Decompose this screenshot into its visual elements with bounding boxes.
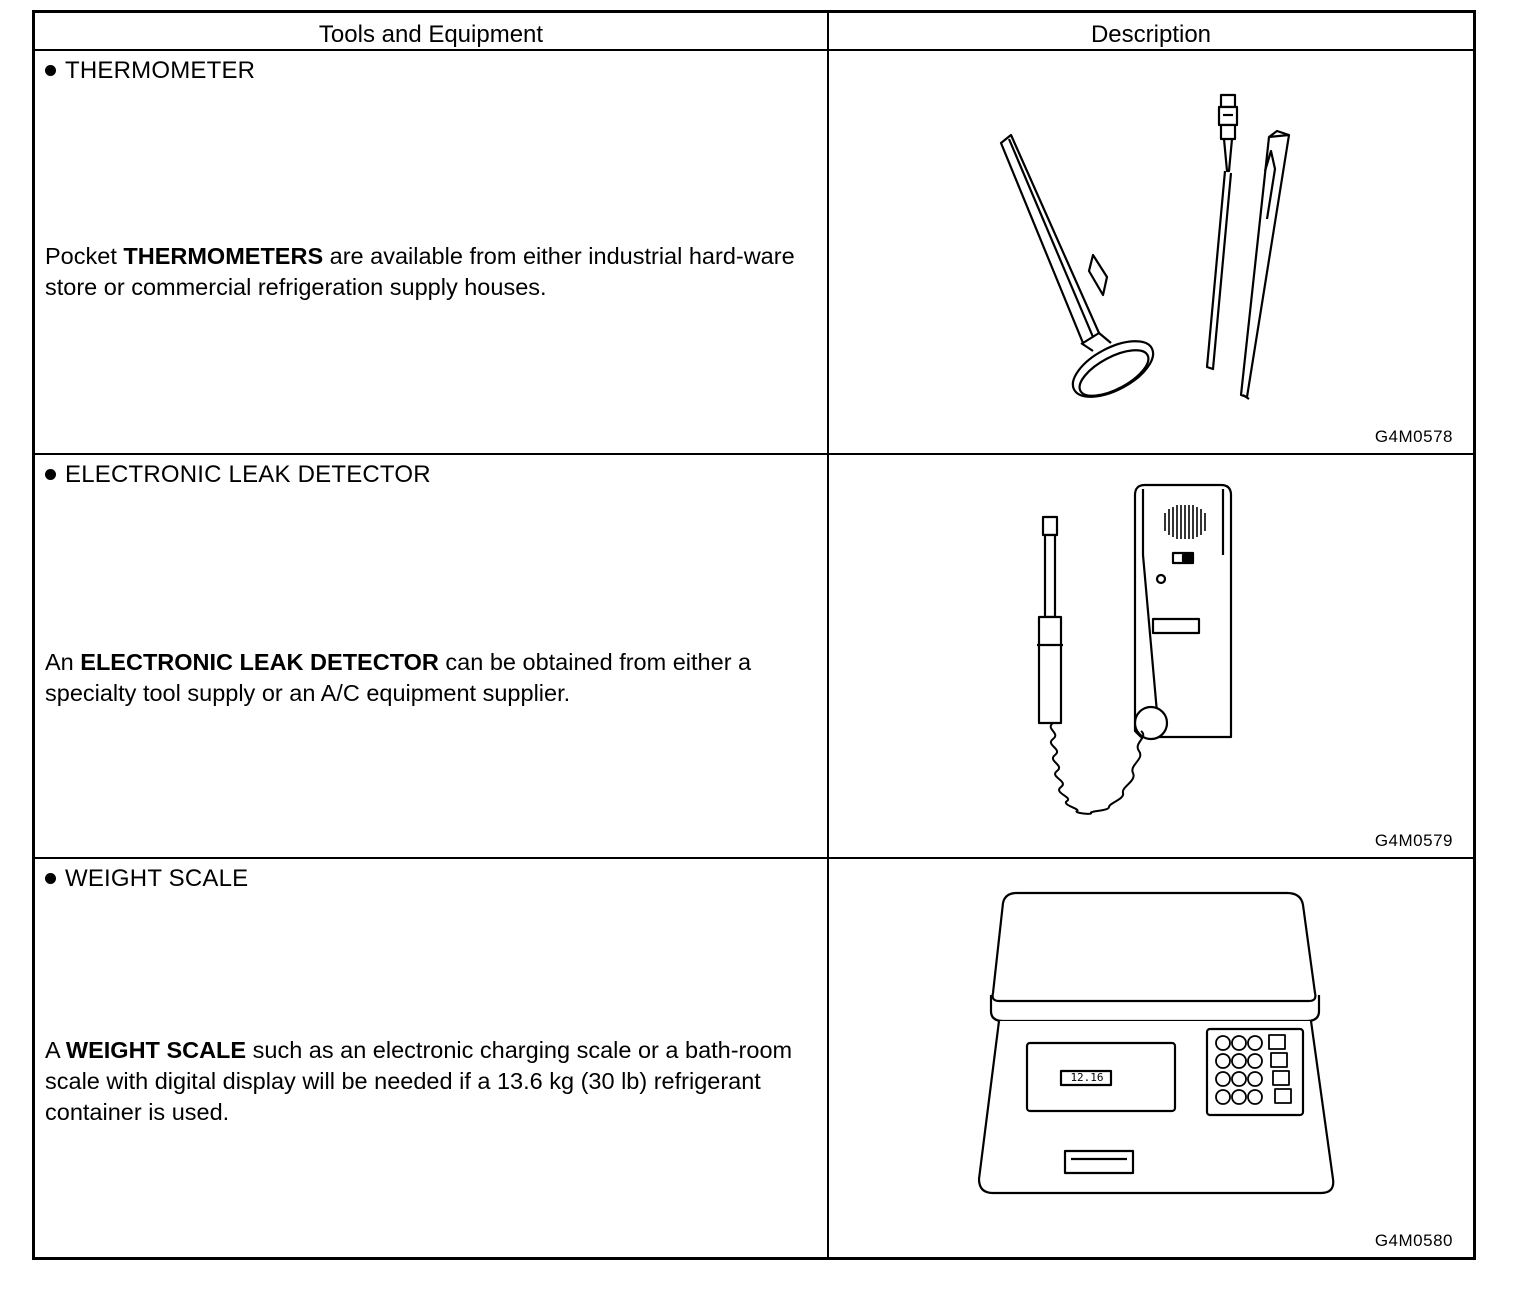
item-title-electronic-leak-detector: ELECTRONIC LEAK DETECTOR (45, 461, 431, 489)
header-description: Description (1090, 21, 1212, 48)
scale-display-reading: 12.16 (1070, 1071, 1104, 1084)
table-header: Tools and Equipment Description (35, 13, 1473, 51)
item-title-text: WEIGHT SCALE (65, 865, 249, 892)
table-row-thermometer: THERMOMETER Pocket THERMOMETERS are avai… (35, 51, 1473, 453)
desc-text: are available from either industrial har… (45, 243, 795, 300)
bullet-icon (45, 469, 56, 480)
figure-code: G4M0579 (1374, 831, 1453, 850)
desc-bold-text: ELECTRONIC LEAK DETECTOR (80, 649, 439, 675)
desc-bold-text: THERMOMETERS (123, 243, 324, 269)
header-tools-and-equipment: Tools and Equipment (318, 21, 544, 48)
item-title-text: ELECTRONIC LEAK DETECTOR (65, 461, 431, 488)
table-row-electronic-leak-detector: ELECTRONIC LEAK DETECTOR An ELECTRONIC L… (35, 453, 1473, 857)
desc-bold-text: WEIGHT SCALE (65, 1037, 247, 1063)
tools-equipment-table: Tools and Equipment Description THERMOME… (32, 10, 1476, 1260)
desc-text: Pocket (45, 243, 124, 269)
item-description-weight-scale: A WEIGHT SCALE such as an electronic cha… (45, 1035, 815, 1128)
item-title-thermometer: THERMOMETER (45, 57, 255, 85)
desc-text: An (45, 649, 81, 675)
item-description-thermometer: Pocket THERMOMETERS are available from e… (45, 241, 815, 303)
item-title-weight-scale: WEIGHT SCALE (45, 865, 248, 893)
bullet-icon (45, 65, 56, 76)
table-row-weight-scale: WEIGHT SCALE A WEIGHT SCALE such as an e… (35, 857, 1473, 1257)
desc-text: can be obtained from either a specialty … (45, 649, 752, 706)
electronic-leak-detector-icon (1037, 483, 1233, 815)
column-divider (827, 13, 829, 1257)
desc-text: such as an electronic charging scale or … (45, 1037, 793, 1125)
electronic-weight-scale-icon (977, 891, 1335, 1195)
figure-code: G4M0580 (1374, 1231, 1453, 1250)
figure-code: G4M0578 (1374, 427, 1453, 446)
desc-text: A (45, 1037, 66, 1063)
item-description-electronic-leak-detector: An ELECTRONIC LEAK DETECTOR can be obtai… (45, 647, 815, 709)
pocket-thermometers-icon (999, 93, 1291, 400)
thermometer-figure: G4M0578 (831, 51, 1473, 453)
leak-detector-figure: G4M0579 (831, 455, 1473, 857)
item-title-text: THERMOMETER (65, 57, 256, 84)
bullet-icon (45, 873, 56, 884)
weight-scale-figure: 12.16 G4M0580 (831, 859, 1473, 1257)
